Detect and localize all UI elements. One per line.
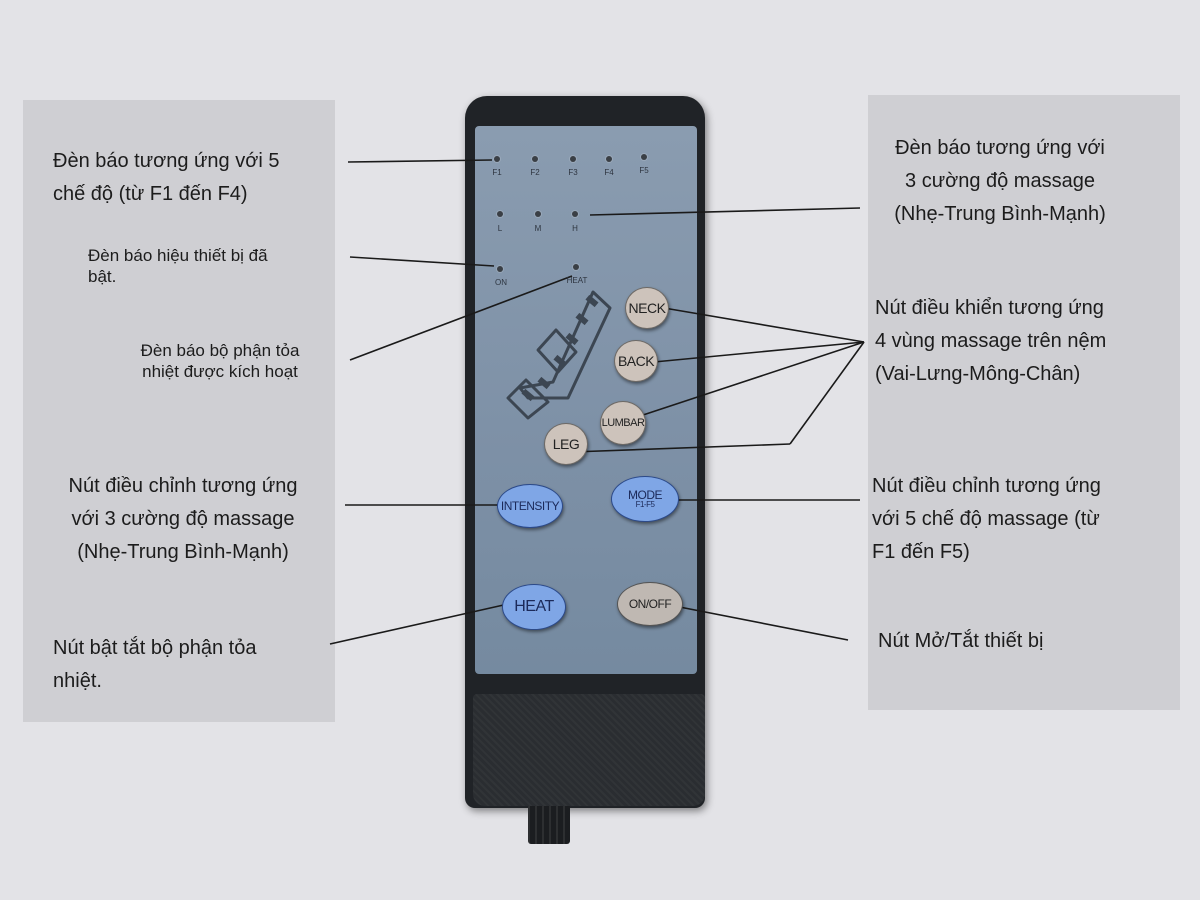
led-f2 [532,156,538,162]
remote-cable [528,804,570,844]
led-f5-label: F5 [639,166,649,175]
led-f2-label: F2 [530,168,540,177]
heat-button-label: Nút bật tắt bộ phận tỏa nhiệt. [53,637,257,692]
led-heat [573,264,579,270]
mode-button-sublabel: F1-F5 [635,500,655,509]
left-annotation-panel [23,100,335,722]
led-power-on [497,266,503,272]
back-button[interactable]: BACK [614,340,658,382]
led-intensity-high-label: H [572,224,578,233]
led-intensity-medium-label: M [534,224,542,233]
remote-grip [473,694,705,806]
mode-button[interactable]: MODE F1-F5 [611,476,679,522]
mode-button-label: Nút điều chỉnh tương ứng với 5 chế độ ma… [872,475,1101,563]
mode-led-label: Đèn báo tương ứng với 5 chế độ (từ F1 đế… [53,150,280,205]
led-f3-label: F3 [568,168,578,177]
right-annotation-panel [868,95,1180,710]
led-f4-label: F4 [604,168,614,177]
led-f3 [570,156,576,162]
led-intensity-medium [535,211,541,217]
leg-button[interactable]: LEG [544,423,588,465]
power-button[interactable]: ON/OFF [617,582,683,626]
led-f1 [494,156,500,162]
leg-line [789,341,865,445]
led-heat-label: HEAT [566,276,588,285]
mode-button-label: MODE [628,488,663,502]
intensity-button[interactable]: INTENSITY [497,484,563,528]
lumbar-button[interactable]: LUMBAR [600,401,646,445]
zone-buttons-label: Nút điều khiển tương ứng 4 vùng massage … [875,297,1107,385]
heat-button[interactable]: HEAT [502,584,566,630]
led-intensity-high [572,211,578,217]
power-button-label: Nút Mở/Tắt thiết bị [878,630,1044,652]
led-f4 [606,156,612,162]
led-f1-label: F1 [492,168,502,177]
massage-chair-icon [506,290,612,420]
power-led-label: Đèn báo hiệu thiết bị đã bật. [88,246,268,287]
led-f5 [641,154,647,160]
heat-led-label: Đèn báo bộ phận tỏa nhiệt được kích hoạt [140,341,300,382]
intensity-button-label: Nút điều chỉnh tương ứng với 3 cường độ … [68,475,298,563]
neck-button[interactable]: NECK [625,287,669,329]
intensity-led-label: Đèn báo tương ứng với 3 cường độ massage… [894,137,1106,225]
led-intensity-low-label: L [497,224,503,233]
led-intensity-low [497,211,503,217]
